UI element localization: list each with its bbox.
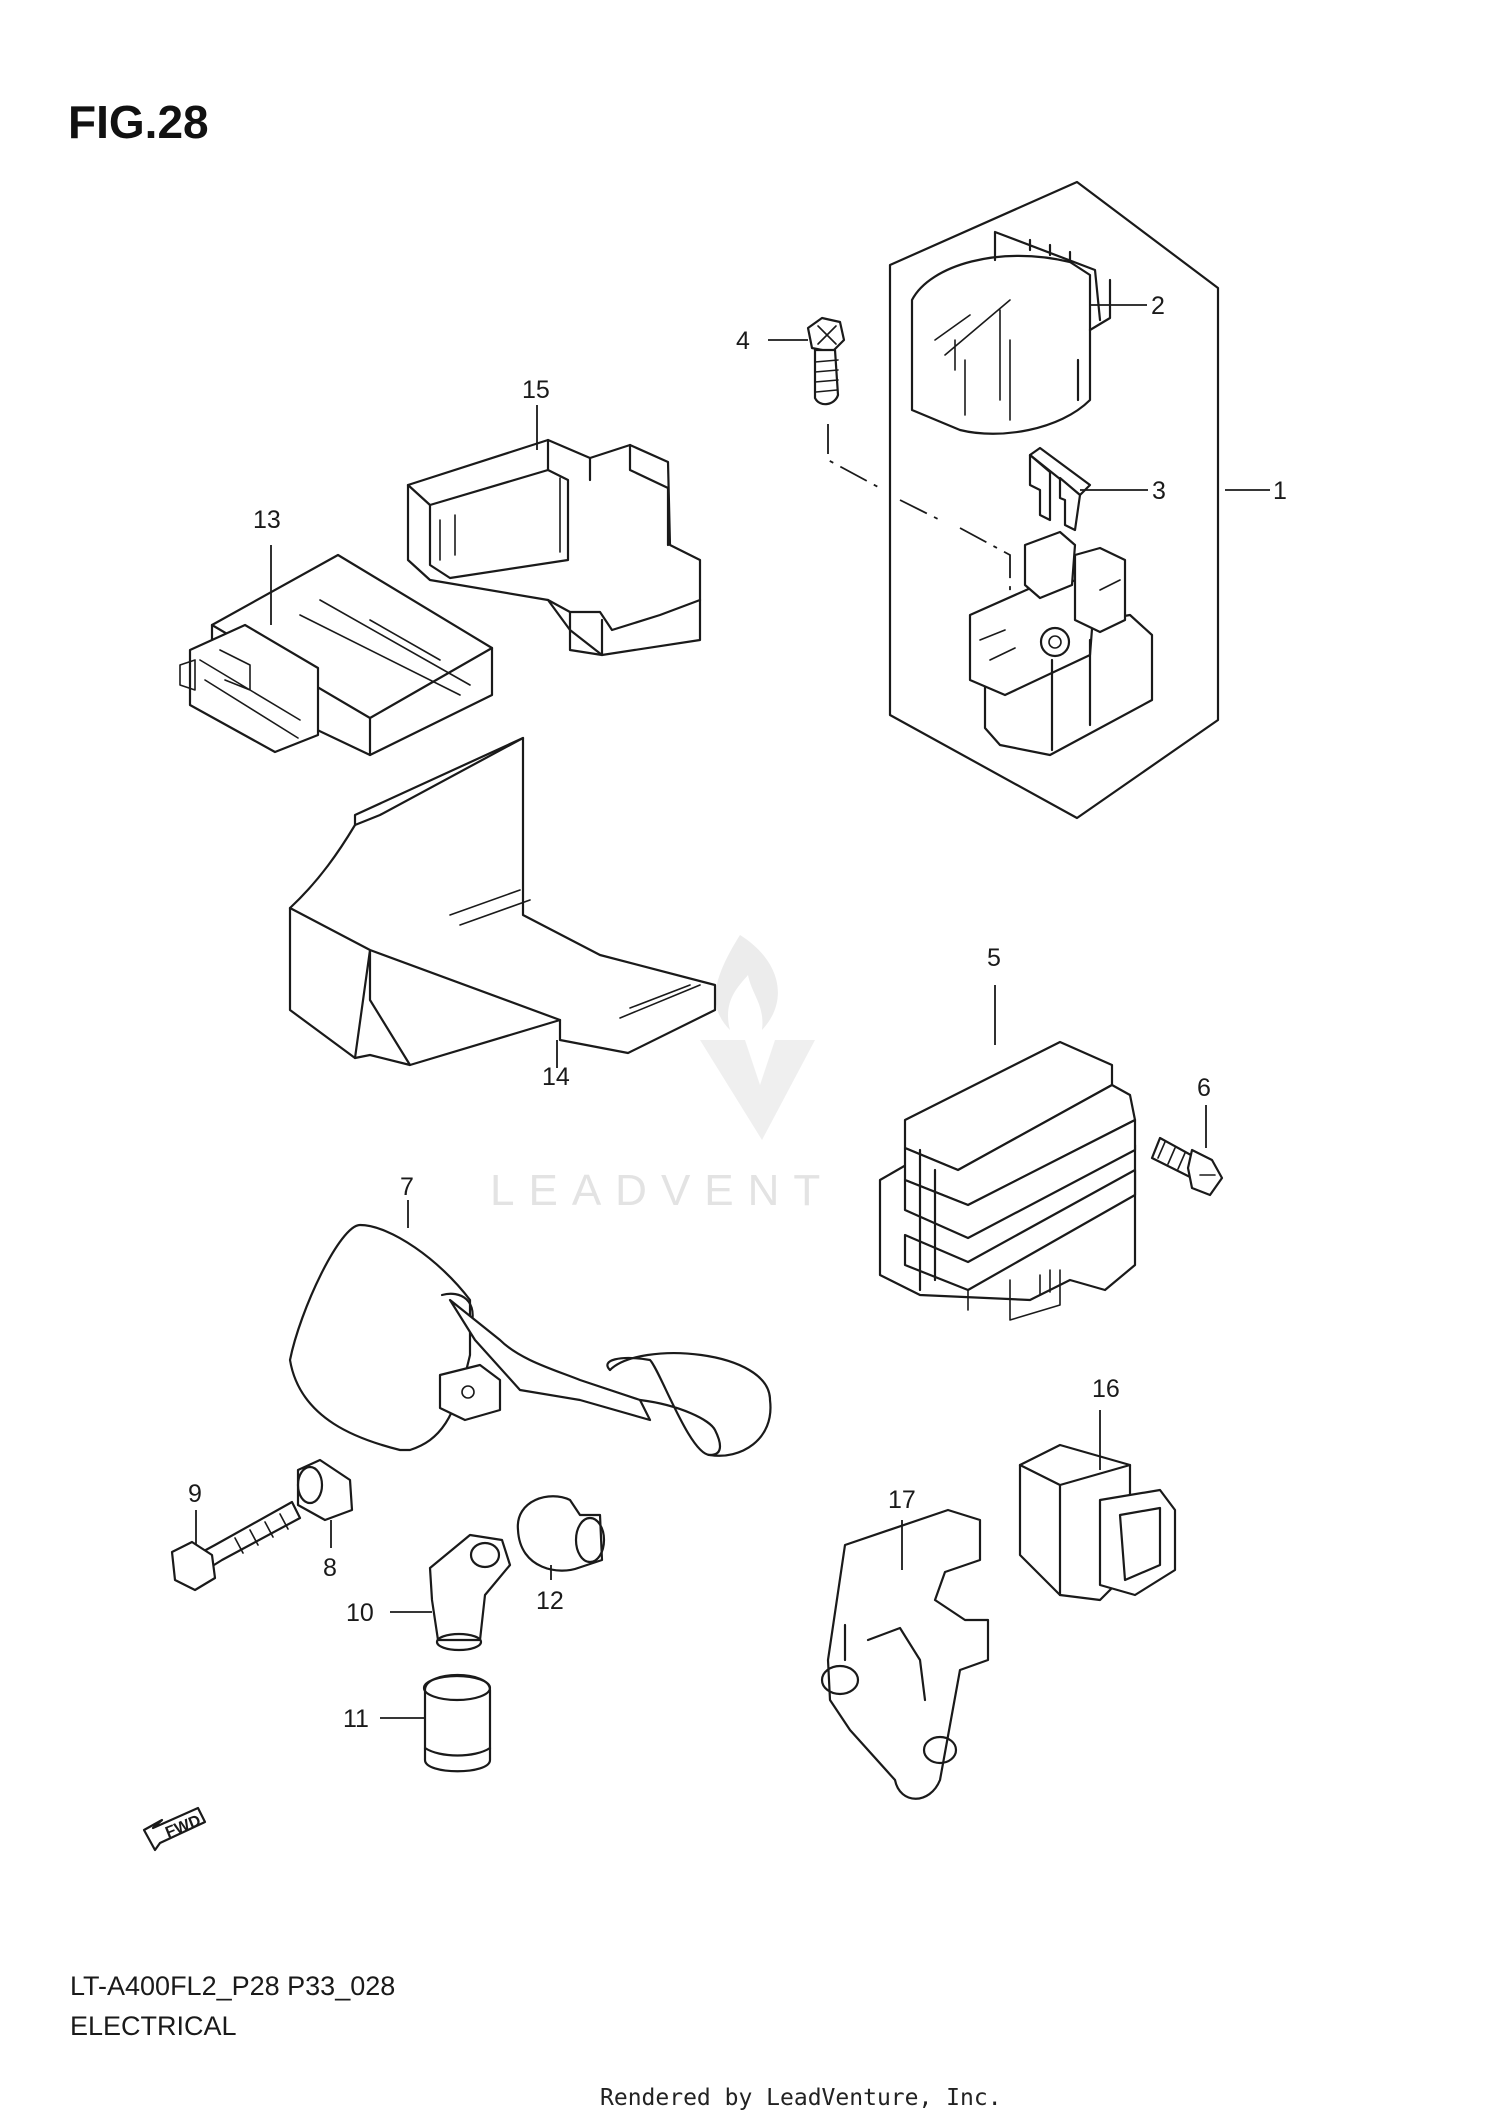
part-4-bolt bbox=[806, 316, 846, 406]
callout-7: 7 bbox=[400, 1173, 414, 1201]
part-8-spacer bbox=[296, 1458, 354, 1522]
part-13-ecm bbox=[179, 553, 494, 757]
part-15-ecm-cover bbox=[406, 438, 702, 657]
callout-16: 16 bbox=[1092, 1375, 1120, 1403]
watermark-text: LEADVENT bbox=[490, 1166, 834, 1215]
callout-9: 9 bbox=[188, 1480, 202, 1508]
part-3-fuse bbox=[1028, 446, 1092, 532]
callout-14: 14 bbox=[542, 1063, 570, 1091]
part-14-battery-tray bbox=[288, 736, 717, 1067]
forward-arrow-icon: FWD bbox=[142, 1806, 207, 1852]
watermark: LEADVENT bbox=[490, 935, 834, 1215]
part-5-regulator-rectifier bbox=[878, 1040, 1137, 1321]
part-2-relay-cover bbox=[910, 230, 1112, 435]
model-code: LT-A400FL2_P28 P33_028 bbox=[70, 1971, 395, 2001]
callout-13: 13 bbox=[253, 506, 281, 534]
figure-title: FIG.28 bbox=[68, 96, 209, 148]
callout-1: 1 bbox=[1273, 477, 1287, 505]
part-1-starter-relay-assembly bbox=[827, 180, 1220, 820]
leader-lines bbox=[195, 304, 1270, 1719]
callout-15: 15 bbox=[522, 376, 550, 404]
callout-8: 8 bbox=[323, 1554, 337, 1582]
assembly-box-1 bbox=[888, 180, 1220, 820]
part-16-connector bbox=[1018, 1443, 1177, 1602]
callout-10: 10 bbox=[346, 1599, 374, 1627]
callout-6: 6 bbox=[1197, 1074, 1211, 1102]
callout-labels: 1 2 3 4 5 6 7 8 9 10 11 12 13 14 15 16 1… bbox=[188, 292, 1287, 1733]
callout-5: 5 bbox=[987, 944, 1001, 972]
callout-2: 2 bbox=[1151, 292, 1165, 320]
part-17-bracket bbox=[820, 1508, 990, 1800]
watermark-v-icon bbox=[700, 1040, 815, 1140]
watermark-flame-icon bbox=[715, 935, 778, 1030]
part-10-spark-plug-cap bbox=[428, 1533, 512, 1652]
assembly-centerline bbox=[827, 424, 1011, 595]
part-9-bolt bbox=[170, 1500, 302, 1592]
callout-3: 3 bbox=[1152, 477, 1166, 505]
part-12-boot bbox=[516, 1495, 606, 1572]
section-name: ELECTRICAL bbox=[70, 2011, 237, 2041]
relay-body bbox=[968, 530, 1154, 757]
render-credit: Rendered by LeadVenture, Inc. bbox=[600, 2085, 1002, 2111]
callout-4: 4 bbox=[736, 327, 750, 355]
part-11-cap bbox=[422, 1674, 492, 1773]
part-7-ignition-coil bbox=[288, 1223, 772, 1457]
part-6-bolt bbox=[1150, 1136, 1224, 1197]
callout-17: 17 bbox=[888, 1486, 916, 1514]
callout-12: 12 bbox=[536, 1587, 564, 1615]
callout-11: 11 bbox=[343, 1705, 369, 1733]
